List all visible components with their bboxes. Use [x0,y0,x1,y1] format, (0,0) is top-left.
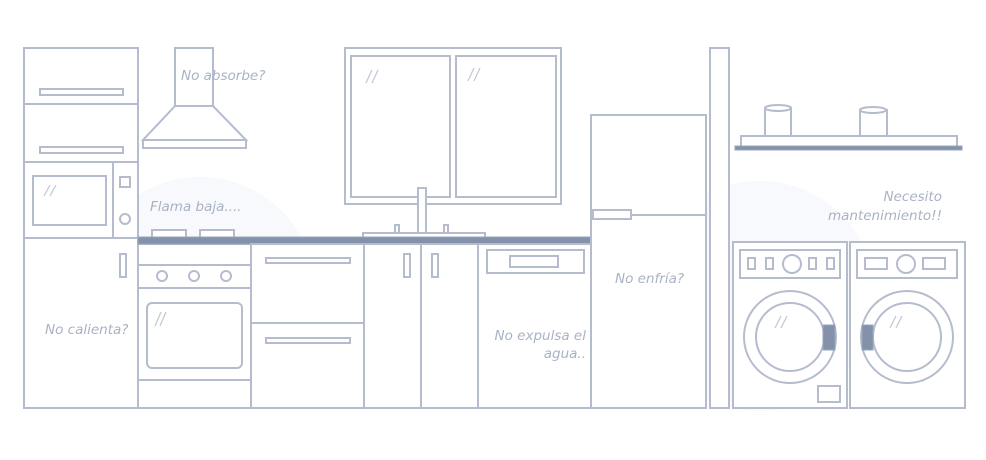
label-stove: Flama baja.... [150,199,242,215]
sink[interactable] [362,187,486,239]
washing-machine[interactable] [732,241,848,409]
label-laundry-2: mantenimiento!! [828,208,942,224]
tall-cabinet[interactable] [23,47,139,163]
window [344,47,562,205]
label-dishwasher-1: No expulsa el [495,328,587,344]
label-oven: No calienta? [45,322,128,338]
drawer-cabinet[interactable] [250,243,365,409]
dishwasher[interactable] [477,243,592,409]
microwave[interactable] [23,161,139,239]
label-laundry-1: Necesito [884,189,942,205]
shelf [734,104,963,151]
refrigerator[interactable] [590,114,707,409]
lower-left-cabinet[interactable] [23,237,139,409]
pillar [709,47,730,409]
label-fridge: No enfría? [615,271,684,287]
dryer[interactable] [849,241,966,409]
label-hood: No absorbe? [181,68,265,84]
label-dishwasher-2: agua.. [544,346,586,362]
stove[interactable] [137,229,252,409]
sink-cabinet[interactable] [363,243,479,409]
countertop [137,236,592,245]
range-hood[interactable] [140,47,249,149]
